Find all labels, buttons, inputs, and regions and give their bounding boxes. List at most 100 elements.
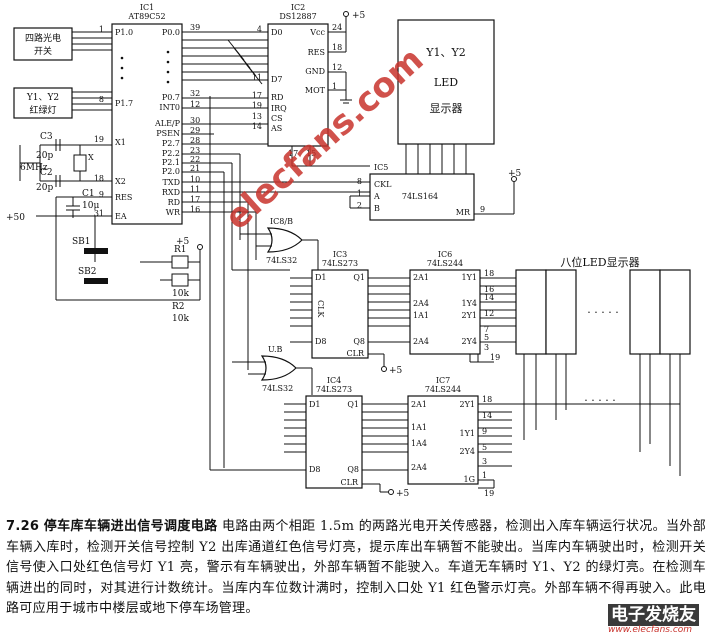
ic1-pin-x1: X1 <box>115 138 126 147</box>
c2-value: 20p <box>36 183 53 193</box>
sb2-label: SB2 <box>78 267 97 277</box>
ic2-part: DS12887 <box>279 12 316 21</box>
svg-text:14: 14 <box>484 293 494 302</box>
ic7-pin-2y4: 2Y4 <box>460 447 475 456</box>
sb1-switch <box>84 248 108 254</box>
ic2-pin-as: AS <box>270 124 282 133</box>
ic3-ref: IC3 <box>333 250 347 259</box>
ic5-ref: IC5 <box>374 163 388 172</box>
svg-text:14: 14 <box>482 411 492 420</box>
r1-label: R1 <box>174 245 187 255</box>
ic3-pin-q8: Q8 <box>353 337 365 346</box>
r2-value: 10k <box>172 314 189 324</box>
vcc-left: +50 <box>6 213 25 223</box>
led-digits-ellipsis: · · · · · <box>587 306 618 319</box>
ic1-pin-res: RES <box>115 193 132 202</box>
c3-label: C3 <box>40 132 53 142</box>
logo-title: 电子发烧友 <box>608 604 699 626</box>
svg-text:3: 3 <box>482 457 487 466</box>
svg-text:31: 31 <box>94 209 104 218</box>
svg-text:12: 12 <box>484 309 494 318</box>
svg-text:17: 17 <box>252 91 262 100</box>
caption: 7.26 停车库车辆进出信号调度电路 电路由两个相距 1.5m 的两路光电开关传… <box>6 517 706 620</box>
ic3-vcc-terminal <box>381 366 387 372</box>
ic1-pin-p07: P0.7 <box>162 93 180 102</box>
svg-text:18: 18 <box>332 43 342 52</box>
ic6-body <box>409 269 481 355</box>
led-small-label-3: 显示器 <box>430 102 463 115</box>
c1-value: 10μ <box>82 201 99 211</box>
svg-text:39: 39 <box>190 23 200 32</box>
ic1-pin-int0: INT0 <box>159 103 180 112</box>
ic6-pin-1a1: 1A1 <box>413 311 429 320</box>
ic7-ref: IC7 <box>436 376 450 385</box>
led-small-display <box>397 19 495 145</box>
c3-value: 20p <box>36 151 53 161</box>
svg-text:18: 18 <box>484 269 494 278</box>
ic1-body <box>111 23 183 225</box>
svg-text:1: 1 <box>332 82 337 91</box>
ic1-part: AT89C52 <box>127 12 165 21</box>
ic3-body <box>311 269 369 359</box>
svg-text:16: 16 <box>484 285 494 294</box>
svg-text:7: 7 <box>484 325 489 334</box>
ic6-pin-2y1: 2Y1 <box>462 311 477 320</box>
ic2-body <box>267 23 329 147</box>
c2-label: C2 <box>40 168 53 178</box>
c1-label: C1 <box>82 189 95 199</box>
ic5-supply: +5 <box>508 169 522 179</box>
crystal <box>73 154 87 172</box>
svg-text:11: 11 <box>252 73 262 82</box>
ic6-pin-2a1: 2A1 <box>413 273 429 282</box>
ic7-pin-1g: 1G <box>464 475 475 484</box>
sb1-label: SB1 <box>72 237 91 247</box>
sb2-switch <box>84 278 108 284</box>
xtal-value: 6MHz <box>20 163 48 173</box>
ic3-part: 74LS273 <box>322 259 358 268</box>
sensor-block-label-1: 四路光电 <box>25 32 61 44</box>
or-gate-ic8b <box>266 227 303 253</box>
ic7-pin-2a1: 2A1 <box>411 400 427 409</box>
ic2-pin-d7: D7 <box>271 75 283 84</box>
ic5-pin-mr: MR <box>456 208 471 217</box>
ic1-pin-x2: X2 <box>115 177 126 186</box>
ic5-pin-ckl: CKL <box>374 180 392 189</box>
led-digit-8 <box>659 269 691 355</box>
svg-text:9: 9 <box>99 190 104 199</box>
led-digit-1 <box>515 269 547 355</box>
svg-text:17: 17 <box>190 195 200 204</box>
lights-block <box>13 87 73 119</box>
bus-ellipsis: · · · · · <box>584 394 615 407</box>
logo-url: www.elecfans.com <box>608 625 693 635</box>
ic1-pin-psen: PSEN <box>156 129 180 138</box>
ic2-pin-cs: CS <box>271 114 283 123</box>
ic1-pin-wr: WR <box>166 208 181 217</box>
ic4-vcc-terminal <box>388 489 394 495</box>
ic2-supply: +5 <box>352 11 366 21</box>
svg-text:32: 32 <box>190 89 200 98</box>
ub-part: 74LS32 <box>262 384 293 393</box>
svg-text:30: 30 <box>190 116 200 125</box>
ic1-pin-p10: P1.0 <box>115 28 133 37</box>
svg-text:1: 1 <box>357 189 362 198</box>
svg-text:9: 9 <box>482 427 487 436</box>
ic6-pin-2y4: 2Y4 <box>462 337 477 346</box>
svg-text:19: 19 <box>252 101 262 110</box>
ic6-part: 74LS244 <box>427 259 463 268</box>
lights-label-2: 红绿灯 <box>29 104 56 116</box>
ic1-pin-ale: ALE/P <box>154 119 181 128</box>
ic7-pin-1y1: 1Y1 <box>460 429 475 438</box>
lights-label-1: Y1、Y2 <box>26 93 59 103</box>
svg-text:5: 5 <box>484 333 489 342</box>
led-digit-7 <box>629 269 661 355</box>
svg-text:15: 15 <box>306 149 316 158</box>
ic1-pin-p22: P2.2 <box>162 149 180 158</box>
svg-text:10: 10 <box>190 175 200 184</box>
caption-heading: 停车库车辆进出信号调度电路 <box>43 519 218 534</box>
svg-text:22: 22 <box>190 155 200 164</box>
led-small-label-2: LED <box>434 76 458 89</box>
ic2-pin-rd: RD <box>271 93 283 102</box>
r1-vcc-terminal <box>197 244 203 250</box>
svg-text:16: 16 <box>190 205 200 214</box>
svg-text:12: 12 <box>190 100 200 109</box>
